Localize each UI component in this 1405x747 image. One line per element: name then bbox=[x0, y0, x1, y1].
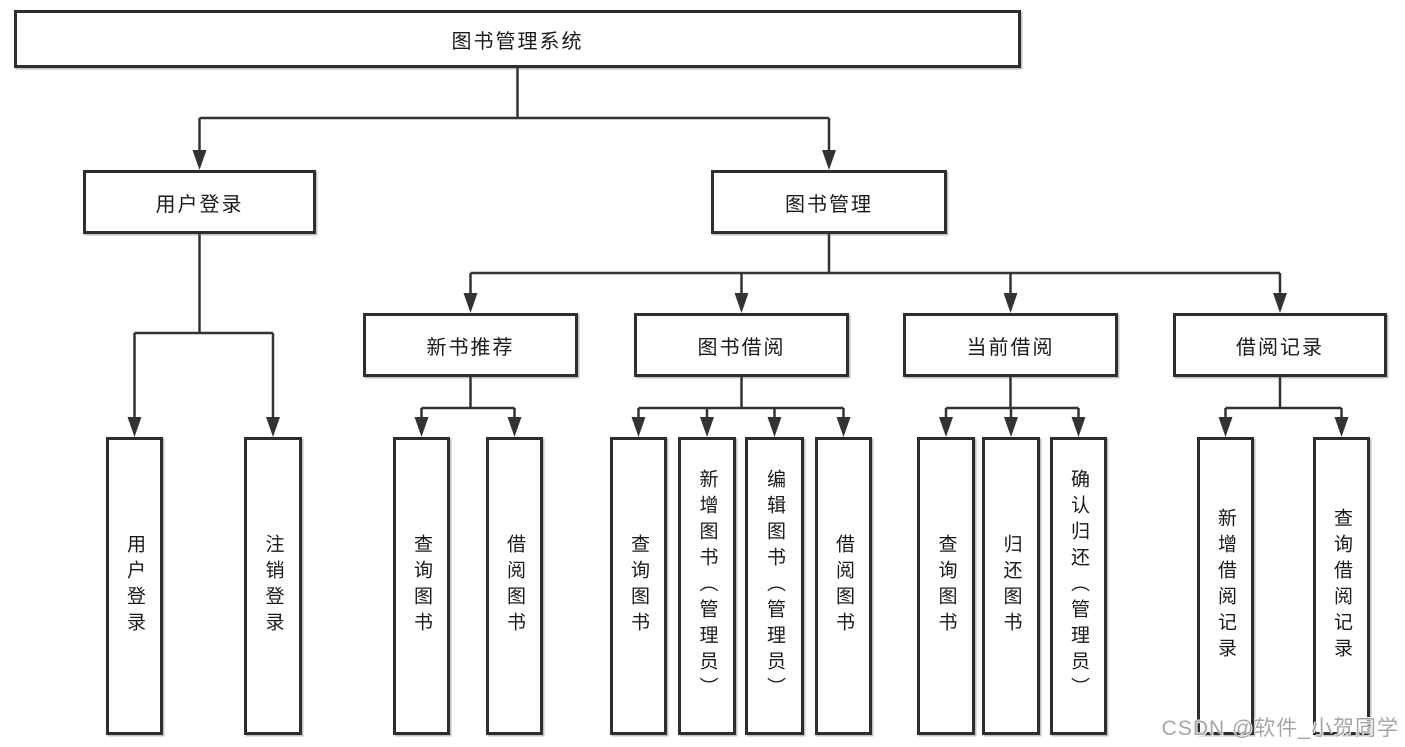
leaf-label: 查询图书 bbox=[935, 534, 957, 638]
arrowheads bbox=[127, 150, 1349, 437]
node-current-borrowing: 当前借阅 bbox=[903, 313, 1118, 377]
leaf-label: 用户登录 bbox=[124, 534, 145, 638]
node-book-management: 图书管理 bbox=[711, 170, 947, 234]
node-label: 借阅记录 bbox=[1236, 336, 1324, 359]
node-label: 图书管理 bbox=[785, 193, 873, 216]
leaf-label: 注销登录 bbox=[262, 534, 284, 638]
node-book-borrowing: 图书借阅 bbox=[634, 313, 849, 377]
csdn-watermark: CSDN @软件_小贺同学 bbox=[1161, 717, 1399, 740]
connector-borrowrec-to-leaves bbox=[1224, 377, 1343, 418]
leaf-recommend-query-books: 查询图书 bbox=[393, 437, 450, 735]
leaf-edit-book-admin: 编辑图书（管理员） bbox=[745, 437, 804, 735]
connector-bookmgmt-to-level3 bbox=[469, 234, 1282, 295]
node-new-book-recommendation: 新书推荐 bbox=[363, 313, 578, 377]
leaf-label: 归还图书 bbox=[1000, 534, 1022, 638]
leaf-add-book-admin: 新增图书（管理员） bbox=[678, 437, 736, 735]
connector-newbook-to-leaves bbox=[420, 377, 516, 418]
leaf-return-books: 归还图书 bbox=[982, 437, 1040, 735]
leaf-user-login: 用户登录 bbox=[106, 437, 163, 735]
leaf-recommend-borrow-books: 借阅图书 bbox=[486, 437, 543, 735]
leaf-query-borrow-record: 查询借阅记录 bbox=[1313, 437, 1370, 735]
node-user-login: 用户登录 bbox=[83, 170, 316, 234]
leaf-label: 编辑图书（管理员） bbox=[764, 469, 785, 703]
leaf-label: 新增图书（管理员） bbox=[696, 469, 718, 703]
leaf-borrowing-borrow-books: 借阅图书 bbox=[815, 437, 872, 735]
leaf-confirm-return-admin: 确认归还（管理员） bbox=[1050, 437, 1107, 735]
leaf-label: 新增借阅记录 bbox=[1215, 508, 1236, 664]
leaf-logout: 注销登录 bbox=[244, 437, 302, 735]
leaf-add-borrow-record: 新增借阅记录 bbox=[1197, 437, 1254, 735]
connector-curborrow-to-leaves bbox=[944, 377, 1080, 418]
leaf-current-query-books: 查询图书 bbox=[917, 437, 975, 735]
connector-userlogin-to-leaves bbox=[133, 234, 275, 418]
leaf-label: 查询借阅记录 bbox=[1331, 508, 1352, 664]
leaf-label: 查询图书 bbox=[628, 534, 649, 638]
connector-root-to-level2 bbox=[198, 68, 831, 151]
node-label: 新书推荐 bbox=[426, 336, 515, 359]
node-label: 当前借阅 bbox=[966, 336, 1055, 359]
node-label: 图书借阅 bbox=[697, 336, 786, 359]
leaf-borrowing-query-books: 查询图书 bbox=[610, 437, 667, 735]
node-label: 图书管理系统 bbox=[451, 30, 584, 53]
leaf-label: 借阅图书 bbox=[833, 534, 854, 638]
connector-bookborrow-to-leaves bbox=[637, 377, 845, 418]
node-label: 用户登录 bbox=[155, 193, 244, 216]
leaf-label: 确认归还（管理员） bbox=[1068, 469, 1089, 703]
node-borrowing-records: 借阅记录 bbox=[1173, 313, 1387, 377]
leaf-label: 查询图书 bbox=[411, 534, 432, 638]
node-library-management-system: 图书管理系统 bbox=[14, 10, 1021, 68]
leaf-label: 借阅图书 bbox=[504, 534, 525, 638]
